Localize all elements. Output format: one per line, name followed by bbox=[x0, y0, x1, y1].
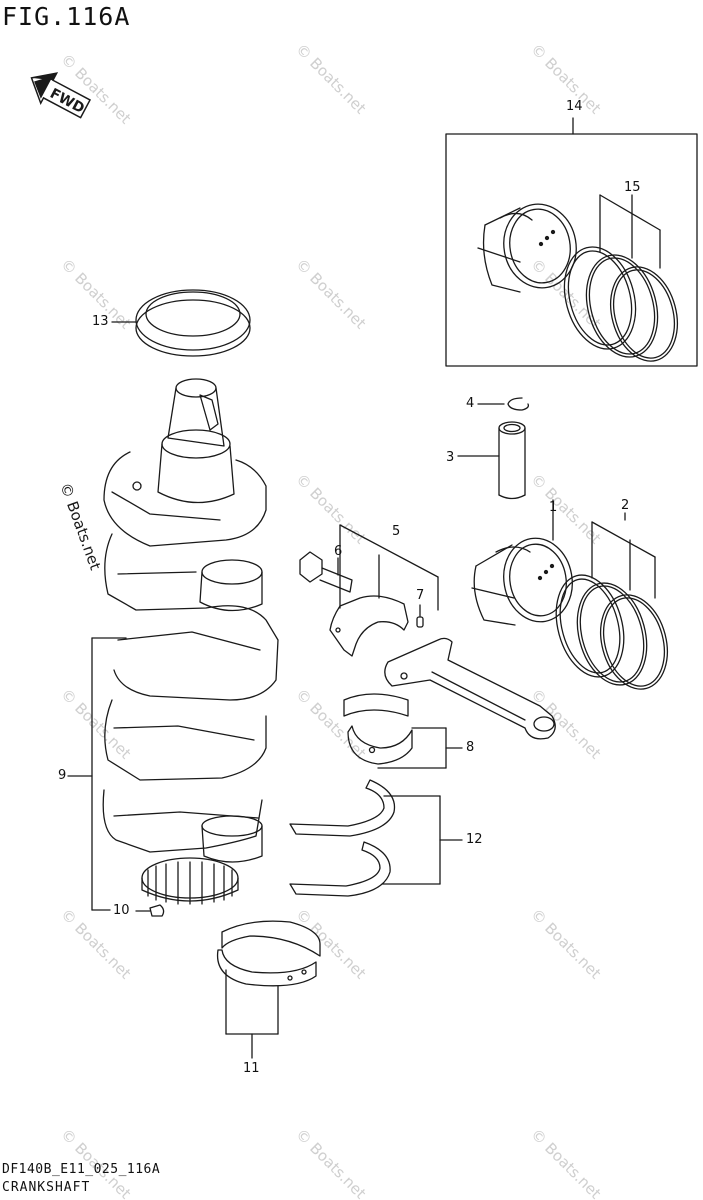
callout-label: 6 bbox=[334, 544, 343, 559]
callout-label: 15 bbox=[624, 180, 641, 195]
piston-rings-drawing bbox=[555, 512, 668, 690]
watermark: © Boats.net bbox=[292, 255, 370, 333]
circlip-drawing bbox=[477, 397, 530, 411]
watermark: © Boats.net bbox=[292, 685, 370, 763]
section-name: CRANKSHAFT bbox=[2, 1180, 91, 1195]
watermark: © Boats.net bbox=[292, 1125, 370, 1200]
figure-title: FIG.116A bbox=[2, 2, 131, 31]
rod-bolt-drawing bbox=[299, 551, 353, 593]
dowel-pin-drawing bbox=[416, 604, 424, 628]
thrust-washers-drawing bbox=[289, 779, 463, 897]
callout-label: 7 bbox=[416, 588, 425, 603]
callout-label: 13 bbox=[92, 314, 109, 329]
callout-label: 4 bbox=[466, 396, 475, 411]
callout-label: 10 bbox=[113, 903, 130, 918]
callout-label: 9 bbox=[58, 768, 67, 783]
piston-rings-oversize-drawing bbox=[563, 194, 678, 362]
rod-bearing-drawing bbox=[343, 693, 463, 769]
callout-label: 5 bbox=[392, 524, 401, 539]
watermark: © Boats.net bbox=[292, 905, 370, 983]
callout-label: 11 bbox=[243, 1061, 260, 1076]
watermark-vertical: © Boats.net bbox=[56, 480, 104, 572]
callout-label: 14 bbox=[566, 99, 583, 114]
piston-pin-drawing bbox=[457, 421, 526, 500]
diagram-code: DF140B_E11_025_116A bbox=[2, 1162, 161, 1177]
watermark: © Boats.net bbox=[527, 1125, 605, 1200]
connecting-rod-drawing bbox=[329, 524, 556, 740]
watermark: © Boats.net bbox=[527, 905, 605, 983]
crankshaft-drawing bbox=[67, 378, 279, 911]
oil-seal-drawing bbox=[111, 289, 251, 357]
crank-plug-drawing bbox=[135, 904, 165, 917]
watermark: © Boats.net bbox=[292, 470, 370, 548]
piston-drawing bbox=[471, 499, 573, 626]
callout-label: 8 bbox=[466, 740, 475, 755]
watermark: © Boats.net bbox=[57, 685, 135, 763]
watermark: © Boats.net bbox=[292, 40, 370, 118]
callout-label: 12 bbox=[466, 832, 483, 847]
callout-label: 1 bbox=[549, 500, 558, 515]
main-bearing-drawing bbox=[216, 920, 321, 1059]
oversize-group-box bbox=[445, 133, 698, 367]
callout-label: 3 bbox=[446, 450, 455, 465]
watermark: © Boats.net bbox=[527, 470, 605, 548]
callout-label: 2 bbox=[621, 498, 630, 513]
piston-oversize-drawing bbox=[477, 203, 577, 293]
watermark: © Boats.net bbox=[527, 685, 605, 763]
